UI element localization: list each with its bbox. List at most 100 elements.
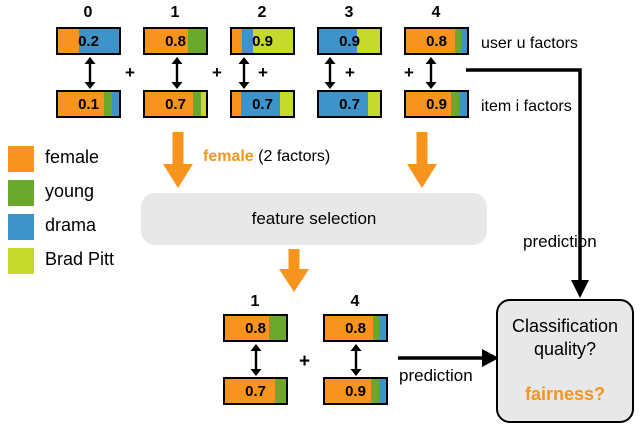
- user-factor-value-3: 0.9: [339, 32, 360, 50]
- bar-segment-female: [232, 29, 243, 53]
- double-arrow-icon-4: [425, 57, 437, 89]
- double-arrow-icon-bottom-1: [250, 344, 262, 376]
- legend-label-drama: drama: [45, 215, 97, 235]
- bar-segment-young: [187, 29, 206, 53]
- bottom-prediction-label: prediction: [399, 366, 473, 385]
- user-factor-value-1: 0.8: [165, 32, 186, 50]
- item-row-label: item i factors: [481, 98, 572, 115]
- selected-item-factor-bar-4: 0.9: [323, 377, 388, 405]
- plus-sign-2: +: [258, 63, 268, 82]
- bar-segment-brad-pitt: [279, 92, 293, 116]
- bar-segment-female: [58, 29, 79, 53]
- selected-user-factor-bar-1: 0.8: [223, 314, 288, 342]
- double-arrow-icon-1: [171, 57, 183, 89]
- double-arrow-icon-bottom-4: [350, 344, 362, 376]
- bar-segment-female: [58, 92, 105, 116]
- bar-segment-female: [406, 92, 452, 116]
- item-factor-bar-3: 0.7: [317, 90, 382, 118]
- orange-arrow-down-icon-left: [163, 132, 193, 188]
- bar-segment-female: [325, 379, 372, 403]
- legend-label-brad-pitt: Brad Pitt: [45, 249, 115, 269]
- bar-segment-drama: [111, 92, 119, 116]
- bar-segment-drama: [319, 29, 357, 53]
- bar-segment-young: [372, 316, 380, 340]
- legend-swatch-female: [8, 146, 34, 172]
- bottom-column-label-1: 1: [250, 293, 260, 310]
- orange-arrow-down-icon-selection: [279, 249, 309, 292]
- plus-sign-1: +: [212, 63, 222, 82]
- column-label-4: 4: [431, 4, 441, 21]
- bar-segment-drama: [240, 92, 280, 116]
- bar-segment-young: [192, 92, 202, 116]
- item-factor-value-2: 0.7: [252, 95, 273, 113]
- quality-line-2: quality?: [533, 339, 597, 359]
- quality-line-1: Classification: [511, 316, 619, 336]
- bar-segment-brad-pitt: [356, 29, 380, 53]
- top-prediction-arrow: [466, 68, 589, 298]
- item-factor-bar-4: 0.9: [404, 90, 469, 118]
- bar-segment-young: [454, 29, 461, 53]
- bar-segment-female: [145, 92, 193, 116]
- bottom-plus-sign: +: [299, 351, 311, 372]
- item-factor-value-1: 0.7: [165, 95, 186, 113]
- bar-segment-drama: [378, 379, 386, 403]
- plus-sign-0: +: [125, 63, 135, 82]
- column-label-1: 1: [170, 4, 180, 21]
- bar-segment-female: [145, 29, 188, 53]
- user-factor-bar-4: 0.8: [404, 27, 469, 55]
- bar-segment-female: [225, 379, 276, 403]
- user-factor-value-4: 0.8: [426, 32, 447, 50]
- selected-user-factor-value-1: 0.8: [245, 319, 266, 337]
- item-factor-value-0: 0.1: [78, 95, 99, 113]
- bar-segment-young: [451, 92, 460, 116]
- legend-label-young: young: [45, 181, 95, 201]
- bottom-column-label-4: 4: [350, 293, 360, 310]
- bar-segment-drama: [379, 316, 386, 340]
- female-factors-annotation: female (2 factors): [203, 148, 330, 166]
- female-highlight-text: female: [203, 148, 254, 165]
- orange-arrow-down-icon-right: [407, 132, 437, 188]
- bottom-prediction-arrow: [398, 349, 499, 367]
- selected-item-factor-bar-1: 0.7: [223, 377, 288, 405]
- column-label-2: 2: [257, 4, 267, 21]
- bar-segment-brad-pitt: [253, 29, 293, 53]
- bar-segment-female: [325, 316, 373, 340]
- double-arrow-icon-3: [324, 57, 336, 89]
- user-row-label: user u factors: [481, 35, 578, 52]
- legend-swatch-brad-pitt: [8, 248, 34, 274]
- plus-sign-3: +: [345, 63, 355, 82]
- legend-swatch-drama: [8, 214, 34, 240]
- bar-segment-drama: [78, 29, 119, 53]
- bar-segment-female: [232, 92, 241, 116]
- plus-sign-4: +: [404, 63, 414, 82]
- selected-item-factor-value-1: 0.7: [245, 382, 266, 400]
- item-factor-bar-1: 0.7: [143, 90, 208, 118]
- item-factor-value-4: 0.9: [426, 95, 447, 113]
- bar-segment-drama: [319, 92, 368, 116]
- classification-quality-box[interactable]: Classification quality? fairness?: [496, 299, 634, 423]
- item-factor-bar-0: 0.1: [56, 90, 121, 118]
- user-factor-bar-1: 0.8: [143, 27, 208, 55]
- double-arrow-icon-2: [238, 57, 250, 89]
- bar-segment-young: [104, 92, 112, 116]
- bar-segment-brad-pitt: [367, 92, 380, 116]
- legend-swatch-young: [8, 180, 34, 206]
- bar-segment-young: [275, 379, 286, 403]
- bar-segment-brad-pitt: [201, 92, 206, 116]
- feature-selection-box[interactable]: feature selection: [141, 193, 487, 245]
- selected-user-factor-value-4: 0.8: [345, 319, 366, 337]
- bar-segment-drama: [460, 29, 467, 53]
- feature-selection-label: feature selection: [251, 209, 377, 228]
- selected-user-factor-bar-4: 0.8: [323, 314, 388, 342]
- user-factor-bar-3: 0.9: [317, 27, 382, 55]
- user-factor-value-2: 0.9: [252, 32, 273, 50]
- item-factor-bar-2: 0.7: [230, 90, 295, 118]
- bar-segment-female: [406, 29, 455, 53]
- user-factor-bar-0: 0.2: [56, 27, 121, 55]
- bar-segment-female: [225, 316, 269, 340]
- user-factor-value-0: 0.2: [78, 32, 99, 50]
- top-prediction-label: prediction: [523, 232, 597, 251]
- bar-segment-drama: [459, 92, 467, 116]
- bar-segment-young: [268, 316, 286, 340]
